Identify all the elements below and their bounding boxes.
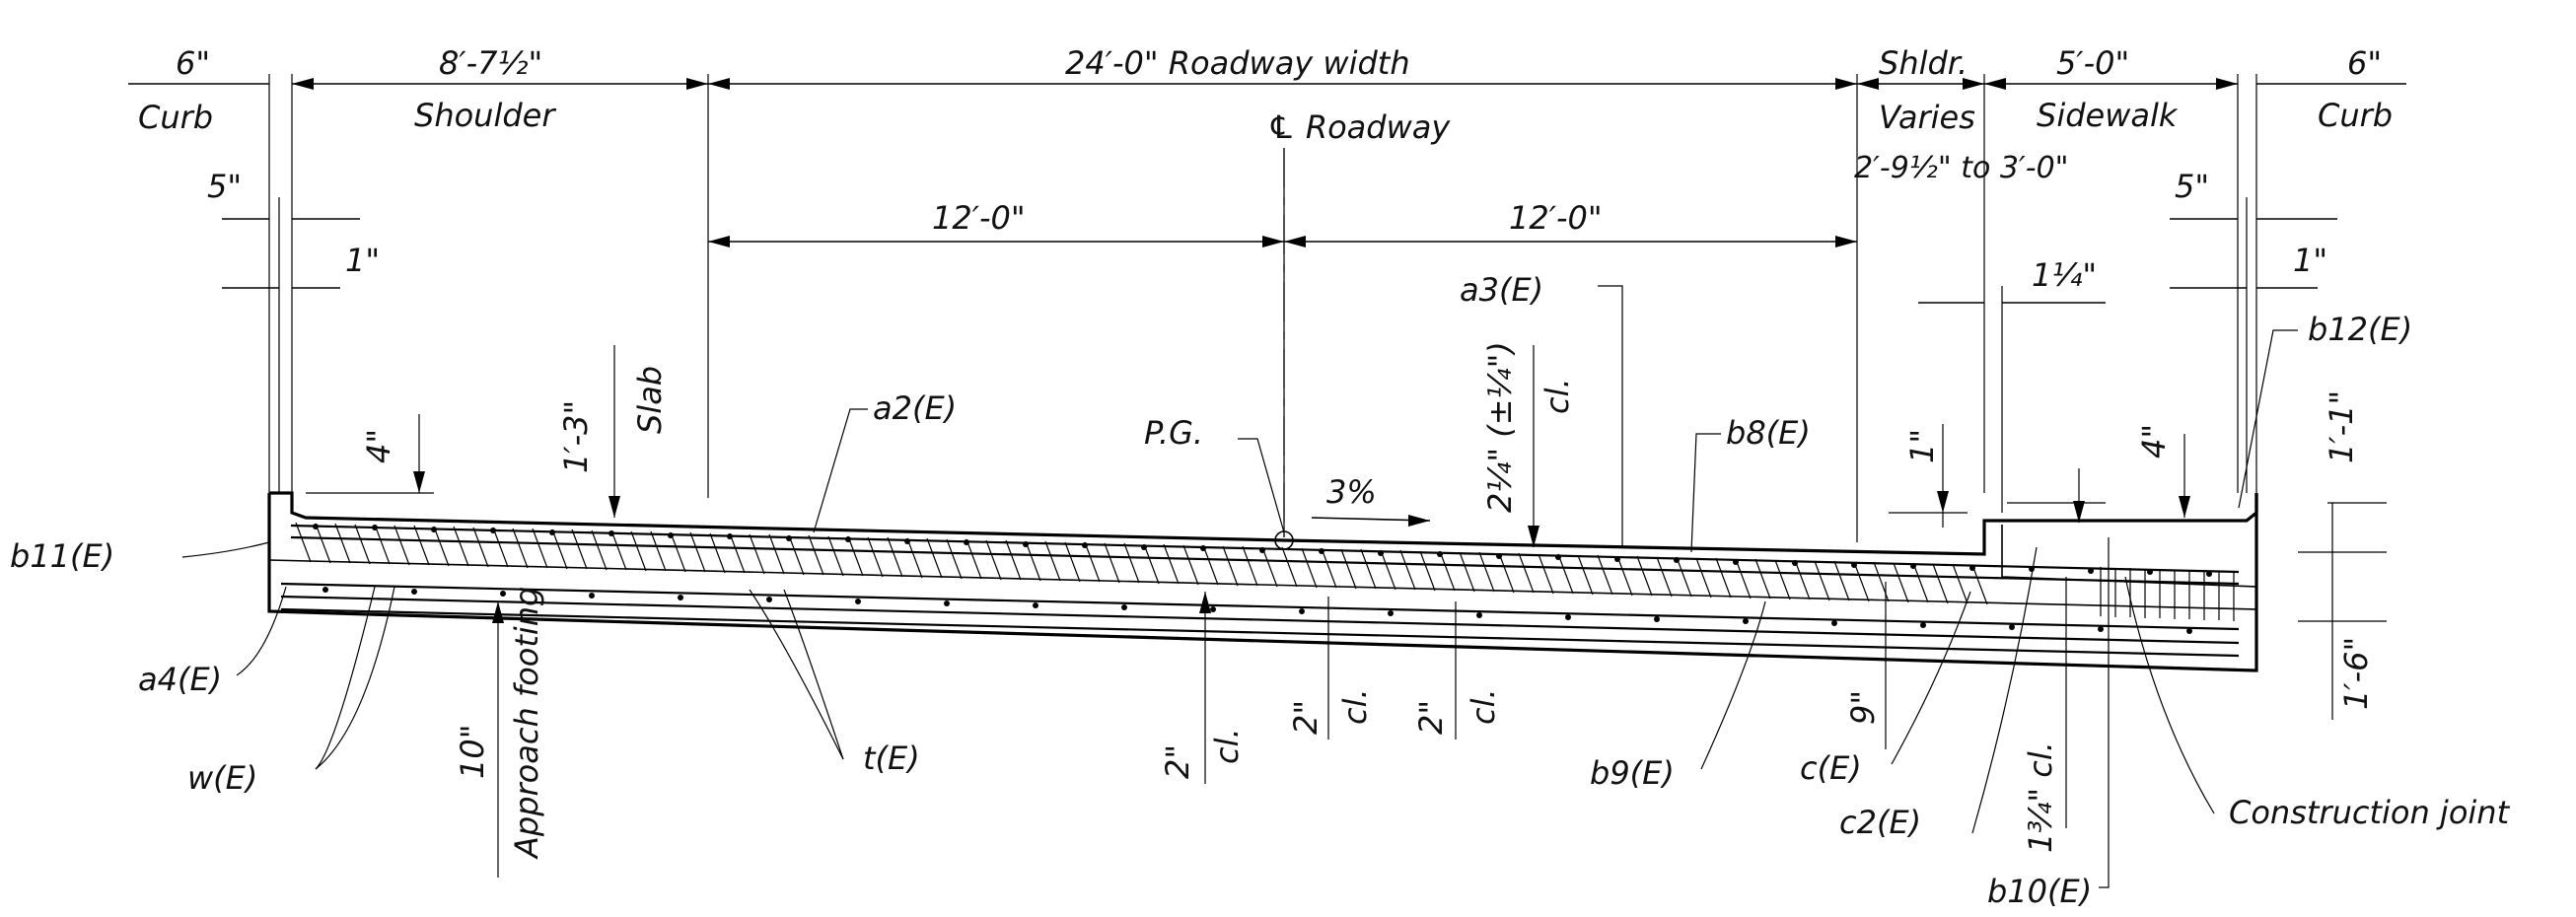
one-in-left: 1" <box>345 242 380 279</box>
leader-lines <box>181 285 2387 888</box>
c2-label: c2(E) <box>1839 804 1921 841</box>
deck-section <box>267 491 2258 672</box>
cl-1: cl. <box>1208 728 1246 764</box>
varies-label: Varies <box>1879 99 1975 136</box>
sidewalk-dim: 5′-0" <box>2056 44 2129 82</box>
half-right: 12′-0" <box>1509 199 1603 237</box>
construction-joint: Construction joint <box>2229 794 2511 831</box>
one-in-right: 1" <box>2293 242 2327 279</box>
two-in-1: 2" <box>1159 744 1196 779</box>
roadway-width: 24′-0" Roadway width <box>1065 44 1410 82</box>
a4-label: a4(E) <box>138 661 222 698</box>
five-in-right: 5" <box>2175 168 2209 205</box>
shoulder-label: Shoulder <box>414 97 556 134</box>
reinforcement <box>280 515 2240 658</box>
a3-label: a3(E) <box>1460 271 1543 309</box>
pg-label: P.G. <box>1144 414 1203 452</box>
cover-top-cl: cl. <box>1538 378 1576 414</box>
two-in-3: 2" <box>1412 700 1450 735</box>
one-six: 1′-6" <box>2337 637 2375 710</box>
varies-range: 2′-9½" to 3′-0" <box>1854 151 2069 185</box>
top-dimension-lines <box>128 74 2406 542</box>
curb-left-label: Curb <box>138 99 213 136</box>
cover-top: 2¼" (±¼") <box>1481 341 1519 513</box>
b11-label: b11(E) <box>10 537 114 575</box>
b8-label: b8(E) <box>1726 414 1811 452</box>
cl-3: cl. <box>1465 688 1502 725</box>
curb-right-dim: 6" <box>2347 44 2382 82</box>
b9-label: b9(E) <box>1590 754 1675 792</box>
cl-roadway: ℄ Roadway <box>1267 108 1451 146</box>
two-in-2: 2" <box>1287 700 1324 735</box>
slab-thk: 1′-3" <box>557 400 595 473</box>
half-left: 12′-0" <box>932 199 1026 237</box>
curb-height: 1′-1" <box>2323 390 2360 463</box>
cl-2: cl. <box>1336 688 1374 725</box>
t-label: t(E) <box>863 740 920 777</box>
curb-right-label: Curb <box>2318 97 2393 134</box>
curb-left-dim: 6" <box>176 44 210 82</box>
c-label: c(E) <box>1800 749 1862 787</box>
slope-label: 3% <box>1326 473 1377 511</box>
four-in-left: 4" <box>360 429 397 463</box>
slab-label: Slab <box>631 366 669 434</box>
shldr-label: Shldr. <box>1879 44 1968 82</box>
nine-in: 9" <box>1844 690 1882 725</box>
a2-label: a2(E) <box>873 389 957 427</box>
b12-label: b12(E) <box>2308 311 2412 348</box>
one-three-quarter-cl: 1¾" cl. <box>2022 741 2059 853</box>
four-in-right: 4" <box>2135 424 2173 458</box>
shoulder-dim: 8′-7½" <box>439 44 542 82</box>
sidewalk-label: Sidewalk <box>2037 97 2179 134</box>
ten-in: 10" <box>454 725 491 779</box>
approach-footing: Approach footing <box>508 587 545 860</box>
one-quarter-in: 1¼" <box>2032 256 2097 294</box>
dimension-labels: 6" Curb 8′-7½" Shoulder 24′-0" Roadway w… <box>10 44 2511 910</box>
b10-label: b10(E) <box>1987 873 2092 910</box>
w-label: w(E) <box>187 759 257 797</box>
one-in-mid: 1" <box>1903 429 1941 463</box>
five-in-left: 5" <box>207 168 242 205</box>
